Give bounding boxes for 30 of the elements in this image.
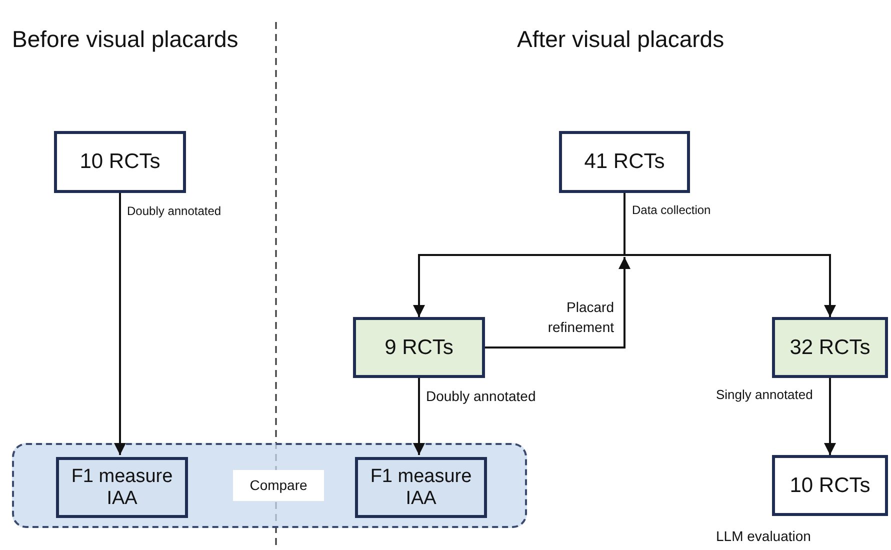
arrow [624, 193, 836, 317]
node-caption: LLM evaluation [716, 527, 811, 546]
node-text: 10 RCTs [790, 472, 870, 499]
edge-label: Data collection [632, 202, 711, 219]
arrow [824, 378, 836, 455]
section-heading: Before visual placards [12, 25, 238, 54]
group-region [12, 443, 527, 528]
process-box [772, 317, 888, 378]
edge-label: Placard refinement [546, 298, 614, 337]
process-box [355, 457, 487, 518]
process-box [353, 317, 485, 378]
node-text: Compare [250, 476, 308, 495]
process-box [54, 131, 186, 193]
compare-label-box [233, 470, 324, 501]
node-text: 10 RCTs [80, 149, 160, 176]
edge-label: Doubly annotated [426, 387, 536, 406]
arrow [413, 378, 425, 455]
section-heading: After visual placards [517, 25, 724, 54]
node-text: F1 measure IAA [369, 466, 473, 510]
node-text: 9 RCTs [384, 334, 454, 361]
edge-label: Singly annotated [716, 386, 813, 404]
process-box [772, 455, 888, 516]
arrow [485, 257, 630, 348]
process-box [559, 131, 690, 193]
arrow [114, 193, 126, 455]
node-text: 32 RCTs [790, 334, 870, 361]
edge-label: Doubly annotated [127, 203, 222, 220]
process-box [56, 457, 188, 518]
node-text: 41 RCTs [584, 149, 665, 176]
node-text: F1 measure IAA [70, 466, 174, 510]
